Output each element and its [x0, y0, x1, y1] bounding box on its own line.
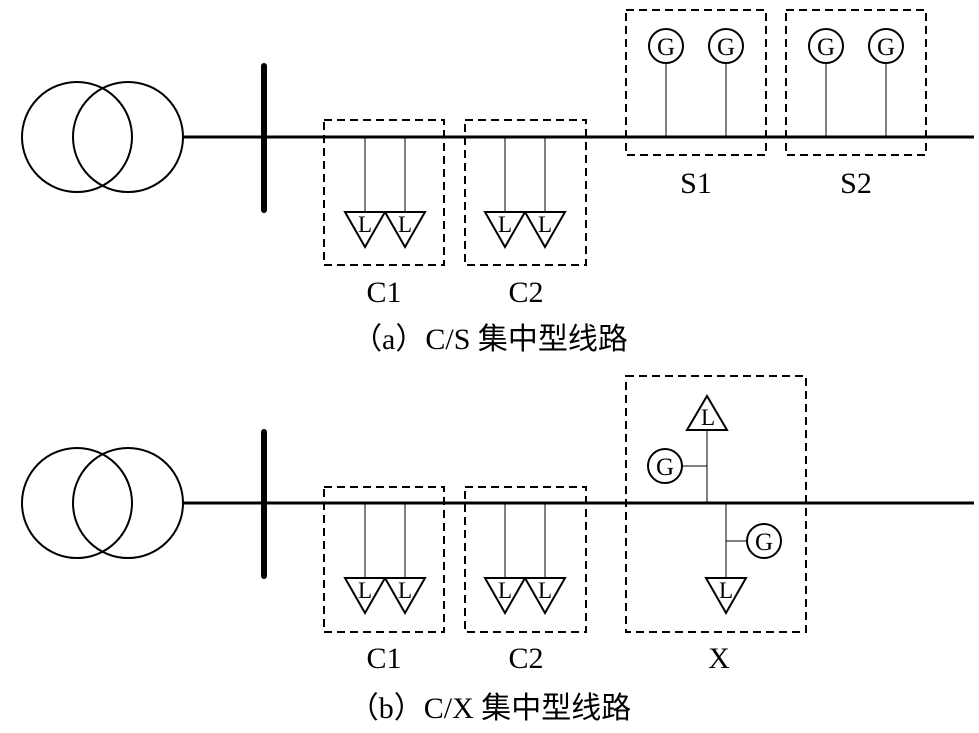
generator-label: G — [877, 34, 895, 61]
load-icon: L — [523, 211, 567, 250]
group-box — [323, 119, 445, 266]
transformer-icon — [21, 447, 184, 559]
load-icon: L — [685, 394, 729, 431]
group-c1: L L C1 — [323, 486, 445, 675]
group-label-c1: C1 — [366, 642, 401, 675]
load-label: L — [701, 405, 715, 430]
generator-icon: G — [746, 523, 782, 559]
group-label-c2: C2 — [508, 276, 543, 309]
generator-icon: G — [808, 28, 844, 64]
load-label: L — [398, 578, 412, 603]
group-box — [323, 486, 445, 633]
generator-label: G — [717, 34, 735, 61]
group-x: L G G L X — [625, 375, 807, 675]
caption-b: （b）C/X 集中型线路 — [349, 692, 632, 725]
caption-a: （a）C/S 集中型线路 — [352, 323, 628, 356]
load-label: L — [358, 212, 372, 237]
panel-b: L L C1 L L C2 — [21, 375, 974, 725]
group-box — [625, 375, 807, 633]
group-label-x: X — [708, 642, 730, 675]
load-label: L — [398, 212, 412, 237]
generator-label: G — [817, 34, 835, 61]
load-icon: L — [343, 211, 387, 250]
generator-label: G — [755, 529, 773, 556]
group-c2: L L C2 — [464, 486, 587, 675]
group-label-c1: C1 — [366, 276, 401, 309]
group-box — [625, 9, 767, 156]
group-box — [785, 9, 927, 156]
generator-icon: G — [868, 28, 904, 64]
group-s1: G G S1 — [625, 9, 767, 200]
generator-label: G — [656, 454, 674, 481]
group-label-s1: S1 — [680, 167, 712, 200]
load-label: L — [538, 212, 552, 237]
transformer-icon — [21, 81, 184, 193]
load-label: L — [498, 212, 512, 237]
group-label-s2: S2 — [840, 167, 872, 200]
load-icon: L — [483, 577, 527, 616]
group-label-c2: C2 — [508, 642, 543, 675]
load-icon: L — [383, 577, 427, 616]
load-icon: L — [483, 211, 527, 250]
load-icon: L — [523, 577, 567, 616]
load-icon: L — [704, 577, 748, 616]
load-icon: L — [383, 211, 427, 250]
generator-icon: G — [647, 448, 683, 484]
load-label: L — [498, 578, 512, 603]
load-label: L — [719, 578, 733, 603]
group-c2: L L C2 — [464, 119, 587, 309]
generator-label: G — [657, 34, 675, 61]
generator-icon: G — [648, 28, 684, 64]
load-label: L — [358, 578, 372, 603]
generator-icon: G — [708, 28, 744, 64]
load-icon: L — [343, 577, 387, 616]
panel-a: L L C1 L L C2 — [21, 9, 974, 356]
group-box — [464, 119, 587, 266]
group-s2: G G S2 — [785, 9, 927, 200]
group-c1: L L C1 — [323, 119, 445, 309]
load-label: L — [538, 578, 552, 603]
group-box — [464, 486, 587, 633]
